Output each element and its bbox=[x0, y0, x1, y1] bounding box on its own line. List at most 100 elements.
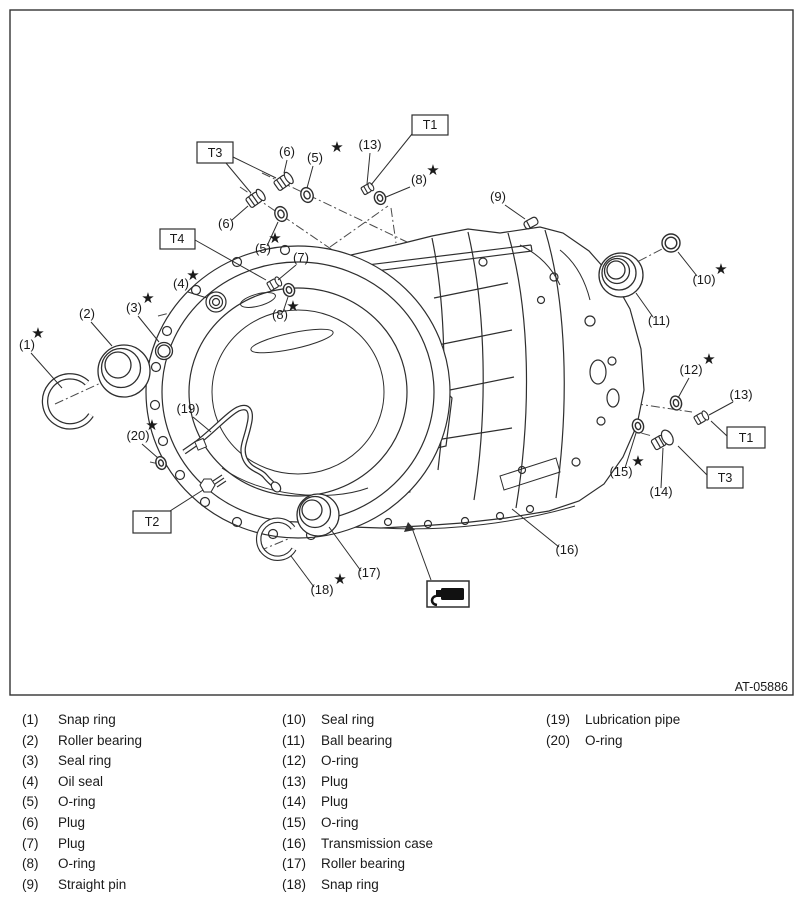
legend-item-number: (2) bbox=[22, 732, 39, 748]
part-11-ball-bearing bbox=[598, 252, 644, 298]
legend-item-label: Seal ring bbox=[58, 753, 112, 769]
legend-item-number: (15) bbox=[282, 814, 307, 830]
callout-17: (17) bbox=[357, 565, 380, 580]
star-15: ★ bbox=[631, 453, 644, 470]
legend-column-1: (1)Snap ring (2)Roller bearing (3)Seal r… bbox=[22, 710, 142, 895]
legend-item: (8)O-ring bbox=[22, 854, 142, 875]
callout-16: (16) bbox=[555, 542, 578, 557]
legend-item-number: (7) bbox=[22, 835, 39, 851]
part-5-o-ring-lower bbox=[274, 205, 288, 223]
callout-9: (9) bbox=[490, 189, 506, 204]
bell-housing bbox=[145, 244, 451, 541]
part-8-o-ring-top bbox=[373, 190, 387, 206]
legend-item-number: (20) bbox=[546, 732, 571, 748]
legend-item-label: Snap ring bbox=[321, 876, 379, 892]
legend-item-number: (1) bbox=[22, 712, 39, 727]
legend-item: (1) Snap ring bbox=[22, 710, 142, 731]
callout-labels: (1) (2) (3) (4) (5) (5) (6) (6) (7) (8) … bbox=[19, 137, 753, 597]
legend-item-number: (16) bbox=[282, 835, 307, 851]
part-7-plug bbox=[266, 276, 283, 291]
torque-ref-t2-label: T2 bbox=[145, 515, 160, 529]
legend-column-2: (10) Seal ring (11) Ball bearing (12) O-rin… bbox=[282, 710, 433, 895]
part-13-plug-right bbox=[693, 410, 710, 425]
star-10: ★ bbox=[714, 261, 727, 278]
legend-item-label: Seal ring bbox=[321, 712, 375, 727]
callout-6-lower: (6) bbox=[218, 216, 234, 231]
legend-item: (4) Oil seal bbox=[22, 772, 142, 793]
torque-ref-t1-right-label: T1 bbox=[739, 431, 754, 445]
callout-19: (19) bbox=[176, 401, 199, 416]
part-10-seal-ring bbox=[661, 233, 681, 253]
part-6-plug-lower bbox=[245, 188, 266, 208]
legend-item-label: Plug bbox=[321, 773, 349, 789]
torque-ref-t3-top: T3 bbox=[196, 141, 234, 164]
legend-item-label: Transmission case bbox=[321, 835, 434, 851]
t2-bolt bbox=[199, 474, 227, 493]
callout-3: (3) bbox=[126, 300, 142, 315]
torque-ref-t4-label: T4 bbox=[170, 232, 185, 246]
sealant-arrow bbox=[404, 522, 415, 532]
legend-item-number: (10) bbox=[282, 712, 307, 727]
callout-10: (10) bbox=[692, 272, 715, 287]
star-8-lower: ★ bbox=[286, 298, 299, 315]
legend-item-label: O-ring bbox=[321, 814, 359, 830]
part-6-plug-upper bbox=[273, 171, 294, 191]
legend-item-number: (14) bbox=[282, 794, 307, 810]
legend-item-label: Roller bearing bbox=[321, 856, 406, 872]
torque-ref-t3-right-label: T3 bbox=[718, 471, 733, 485]
legend-item: (17)Roller bearing bbox=[282, 854, 433, 875]
part-15-o-ring bbox=[631, 418, 645, 434]
legend-item-number: (12) bbox=[282, 753, 307, 769]
legend-item-number: (6) bbox=[22, 814, 39, 830]
legend-item: (2) Roller bearing bbox=[22, 731, 142, 752]
legend-item: (5)O-ring bbox=[22, 792, 142, 813]
parts-diagram: (1) (2) (3) (4) (5) (5) (6) (6) (7) (8) … bbox=[9, 9, 794, 696]
torque-ref-t3-right: T3 bbox=[706, 466, 744, 489]
legend-item-label: Plug bbox=[58, 835, 86, 851]
legend-item: (6) Plug bbox=[22, 813, 142, 834]
star-12: ★ bbox=[702, 351, 715, 368]
legend-item: (18)Snap ring bbox=[282, 875, 433, 896]
star-1: ★ bbox=[31, 325, 44, 342]
callout-5-lower: (5) bbox=[255, 241, 271, 256]
legend-item-number: (11) bbox=[282, 732, 306, 748]
legend-item: (14) Plug bbox=[282, 792, 433, 813]
part-3-seal-ring bbox=[154, 341, 174, 361]
legend-item-label: O-ring bbox=[58, 794, 96, 810]
part-4-oil-seal bbox=[205, 291, 227, 313]
callout-1: (1) bbox=[19, 337, 35, 352]
legend-item-number: (9) bbox=[22, 876, 39, 892]
legend-item-label: Ball bearing bbox=[321, 732, 393, 748]
star-5-top: ★ bbox=[330, 139, 343, 156]
legend-item-label: Oil seal bbox=[58, 773, 104, 789]
legend-item-label: O-ring bbox=[58, 856, 96, 872]
star-5-lower: ★ bbox=[268, 230, 281, 247]
star-8-top: ★ bbox=[426, 162, 439, 179]
callout-11: (11) bbox=[648, 313, 670, 328]
legend-item: (19)Lubrication pipe bbox=[546, 710, 680, 731]
legend-item: (20)O-ring bbox=[546, 731, 680, 752]
legend-column-3: (19)Lubrication pipe (20)O-ring bbox=[546, 710, 680, 751]
torque-ref-t2: T2 bbox=[132, 510, 172, 534]
legend-item: (15) O-ring bbox=[282, 813, 433, 834]
part-13-plug-top bbox=[360, 182, 375, 195]
legend-item-label: Roller bearing bbox=[58, 732, 143, 748]
legend-item-number: (4) bbox=[22, 773, 39, 789]
torque-ref-t3-top-label: T3 bbox=[208, 146, 223, 160]
replace-stars: ★ ★ ★ ★ ★ ★ ★ ★ ★ ★ ★ ★ bbox=[31, 139, 727, 588]
legend-item-label: Plug bbox=[321, 794, 349, 810]
callout-8-top: (8) bbox=[411, 172, 427, 187]
callout-13-right: (13) bbox=[729, 387, 752, 402]
legend-item-number: (19) bbox=[546, 712, 571, 727]
legend-item: (7) Plug bbox=[22, 834, 142, 855]
callout-6-top: (6) bbox=[279, 144, 295, 159]
torque-ref-t1-top-label: T1 bbox=[423, 118, 438, 132]
legend-item: (16) Transmission case bbox=[282, 834, 433, 855]
callout-13-top: (13) bbox=[358, 137, 381, 152]
legend-item-label: Snap ring bbox=[58, 712, 116, 727]
part-1-snap-ring bbox=[41, 373, 94, 430]
part-5-o-ring-top bbox=[300, 186, 314, 204]
leader-lines bbox=[30, 133, 734, 588]
legend-item-label: Plug bbox=[58, 814, 86, 830]
torque-ref-t1-right: T1 bbox=[726, 426, 766, 449]
